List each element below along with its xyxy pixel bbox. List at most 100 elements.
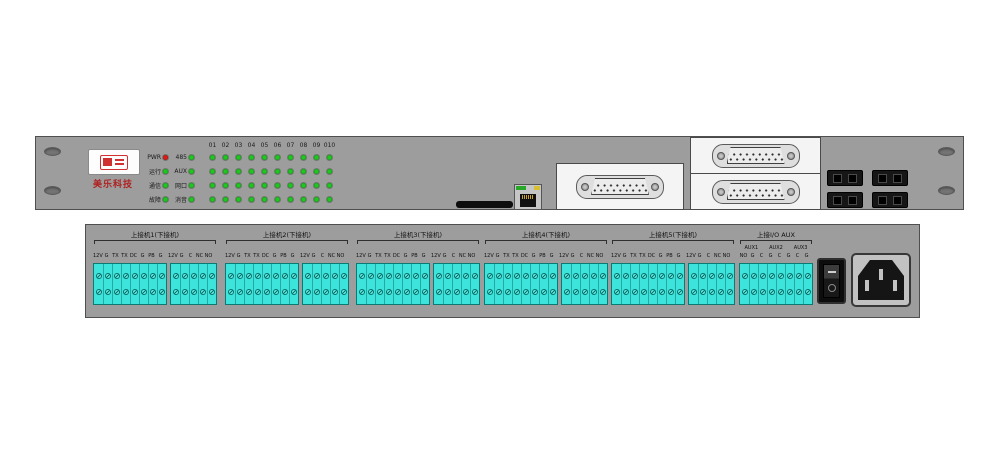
terminal-block[interactable]: [302, 263, 349, 305]
terminal-block[interactable]: [611, 263, 685, 305]
terminal[interactable]: [253, 264, 262, 304]
terminal[interactable]: [485, 264, 494, 304]
terminal[interactable]: [621, 264, 630, 304]
terminal[interactable]: [262, 264, 271, 304]
terminal[interactable]: [139, 264, 148, 304]
terminal[interactable]: [740, 264, 749, 304]
card-slot[interactable]: [456, 201, 513, 208]
terminal[interactable]: [393, 264, 402, 304]
terminal[interactable]: [420, 264, 429, 304]
terminal[interactable]: [494, 264, 503, 304]
terminal[interactable]: [452, 264, 461, 304]
terminal[interactable]: [112, 264, 121, 304]
terminal-screw-icon: [341, 288, 347, 295]
terminal[interactable]: [148, 264, 157, 304]
terminal[interactable]: [689, 264, 698, 304]
terminal[interactable]: [539, 264, 548, 304]
terminal[interactable]: [289, 264, 298, 304]
terminal[interactable]: [803, 264, 812, 304]
terminal[interactable]: [503, 264, 512, 304]
terminal[interactable]: [666, 264, 675, 304]
aux-connector[interactable]: [872, 192, 908, 208]
terminal[interactable]: [530, 264, 539, 304]
zone-led: [223, 182, 228, 188]
terminal[interactable]: [443, 264, 452, 304]
terminal[interactable]: [562, 264, 571, 304]
terminal[interactable]: [366, 264, 375, 304]
terminal-block[interactable]: [688, 263, 735, 305]
terminal[interactable]: [280, 264, 289, 304]
terminal[interactable]: [271, 264, 280, 304]
power-switch[interactable]: [817, 258, 846, 304]
terminal[interactable]: [630, 264, 639, 304]
terminal[interactable]: [639, 264, 648, 304]
zone-led: [262, 182, 267, 188]
terminal[interactable]: [157, 264, 166, 304]
terminal[interactable]: [130, 264, 139, 304]
db15-connector[interactable]: [576, 174, 664, 199]
terminal[interactable]: [675, 264, 684, 304]
terminal[interactable]: [725, 264, 734, 304]
terminal[interactable]: [312, 264, 321, 304]
terminal[interactable]: [548, 264, 557, 304]
terminal[interactable]: [461, 264, 470, 304]
terminal[interactable]: [612, 264, 621, 304]
terminal-block[interactable]: [561, 263, 608, 305]
terminal[interactable]: [103, 264, 112, 304]
terminal[interactable]: [357, 264, 366, 304]
terminal[interactable]: [521, 264, 530, 304]
terminal[interactable]: [321, 264, 330, 304]
terminal[interactable]: [657, 264, 666, 304]
terminal[interactable]: [180, 264, 189, 304]
terminal[interactable]: [794, 264, 803, 304]
terminal[interactable]: [384, 264, 393, 304]
terminal[interactable]: [767, 264, 776, 304]
terminal[interactable]: [598, 264, 607, 304]
terminal[interactable]: [375, 264, 384, 304]
terminal[interactable]: [330, 264, 339, 304]
terminal[interactable]: [580, 264, 589, 304]
db15-connector[interactable]: [711, 143, 800, 168]
terminal[interactable]: [189, 264, 198, 304]
terminal[interactable]: [512, 264, 521, 304]
terminal[interactable]: [785, 264, 794, 304]
terminal[interactable]: [698, 264, 707, 304]
terminal[interactable]: [776, 264, 785, 304]
terminal-block[interactable]: [739, 263, 813, 305]
terminal-block[interactable]: [170, 263, 217, 305]
aux-connector[interactable]: [827, 170, 863, 186]
terminal[interactable]: [207, 264, 216, 304]
terminal[interactable]: [648, 264, 657, 304]
terminal[interactable]: [303, 264, 312, 304]
terminal-block[interactable]: [433, 263, 480, 305]
terminal[interactable]: [121, 264, 130, 304]
terminal[interactable]: [716, 264, 725, 304]
terminal[interactable]: [94, 264, 103, 304]
aux-connector[interactable]: [872, 170, 908, 186]
terminal[interactable]: [244, 264, 253, 304]
terminal[interactable]: [470, 264, 479, 304]
terminal[interactable]: [198, 264, 207, 304]
terminal[interactable]: [707, 264, 716, 304]
terminal-block[interactable]: [484, 263, 558, 305]
terminal[interactable]: [402, 264, 411, 304]
db15-connector[interactable]: [711, 179, 800, 204]
terminal[interactable]: [339, 264, 348, 304]
terminal-block[interactable]: [225, 263, 299, 305]
aux-connector[interactable]: [827, 192, 863, 208]
power-inlet[interactable]: [851, 253, 911, 307]
terminal[interactable]: [235, 264, 244, 304]
terminal[interactable]: [589, 264, 598, 304]
terminal[interactable]: [434, 264, 443, 304]
terminal-block[interactable]: [93, 263, 167, 305]
terminal[interactable]: [749, 264, 758, 304]
terminal[interactable]: [758, 264, 767, 304]
ethernet-port[interactable]: [514, 184, 542, 210]
terminal[interactable]: [411, 264, 420, 304]
terminal[interactable]: [171, 264, 180, 304]
terminal[interactable]: [571, 264, 580, 304]
terminal-block[interactable]: [356, 263, 430, 305]
terminal[interactable]: [226, 264, 235, 304]
